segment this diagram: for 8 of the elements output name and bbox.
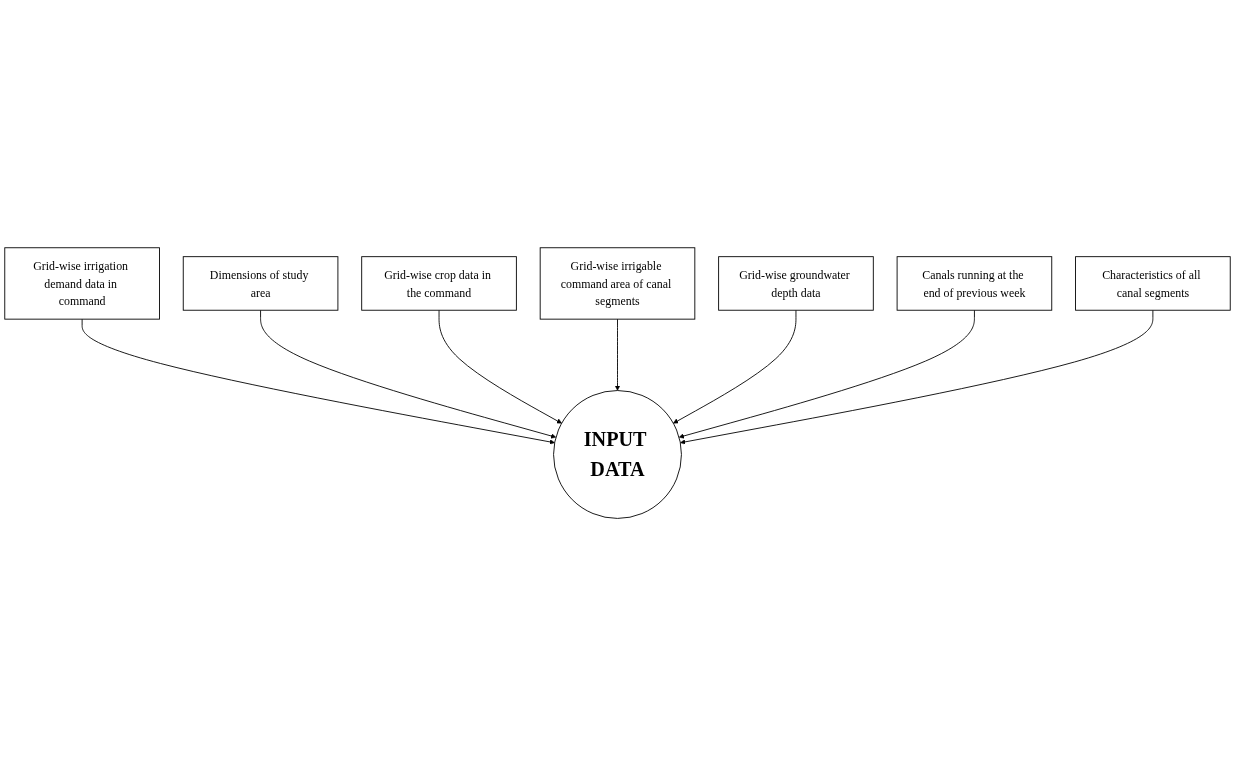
node-box: Canals running at the end of previous week xyxy=(896,256,1053,311)
node-box: Grid-wise irrigation demand data in command xyxy=(4,247,160,320)
node-box: Grid-wise crop data in the command xyxy=(361,256,517,311)
node-box: Grid-wise groundwater depth data xyxy=(718,256,874,311)
node-box: Grid-wise irrigable command area of canal segments xyxy=(539,247,696,320)
node-box: Characteristics of all canal segments xyxy=(1075,256,1231,311)
node-box: Dimensions of study area xyxy=(182,256,339,311)
node-circle: INPUT DATA xyxy=(553,390,682,519)
